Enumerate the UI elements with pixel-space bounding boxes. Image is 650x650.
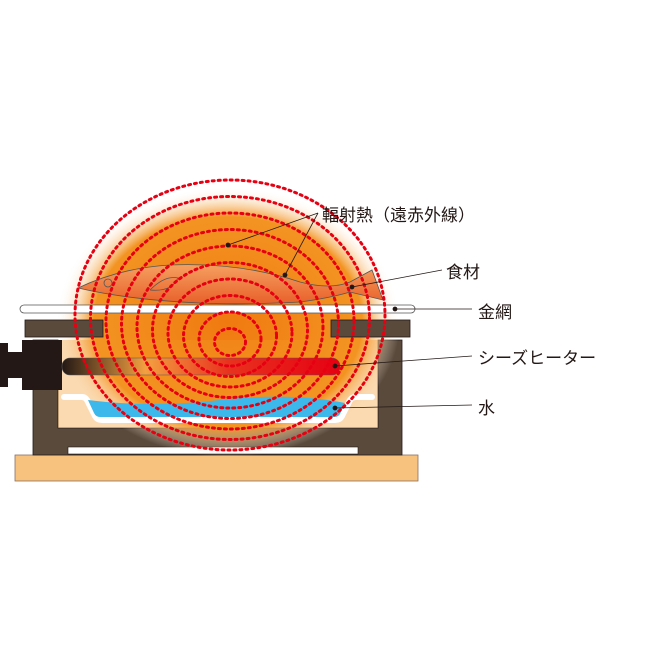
- heat-glow: [56, 187, 400, 457]
- radiant-heat-ring: [151, 261, 309, 399]
- leader-line-heater: [334, 355, 473, 367]
- radiant-heat-ring: [120, 228, 340, 420]
- radiant-heat-ring: [182, 294, 278, 378]
- leader-line-radiant-2: [284, 212, 319, 276]
- plug: [0, 340, 62, 390]
- leader-line-radiant-1: [227, 212, 319, 246]
- radiant-heat-rings: [73, 178, 387, 452]
- leader-lines: [225, 212, 473, 411]
- radiant-heat-ring: [213, 327, 247, 357]
- radiant-heat-ring: [197, 310, 263, 368]
- label-food: 食材: [446, 263, 480, 283]
- radiant-heat-ring: [104, 211, 356, 431]
- leader-line-food: [351, 269, 443, 288]
- label-radiant-heat: 輻射熱（遠赤外線）: [322, 206, 475, 226]
- top-plate-right: [330, 319, 411, 338]
- radiant-heat-ring: [89, 195, 371, 441]
- leader-line-water: [334, 404, 473, 409]
- label-grill-net: 金網: [478, 303, 512, 323]
- radiant-heat-ring: [166, 277, 294, 389]
- grill-net: [19, 304, 416, 314]
- top-plate-left: [24, 319, 104, 338]
- fish-fin: [149, 277, 179, 291]
- label-water: 水: [478, 399, 495, 419]
- label-sheathed-heater: シーズヒーター: [478, 349, 597, 369]
- fish-eye: [103, 278, 113, 288]
- radiant-heat-ring: [73, 178, 387, 452]
- base-plank: [14, 454, 419, 482]
